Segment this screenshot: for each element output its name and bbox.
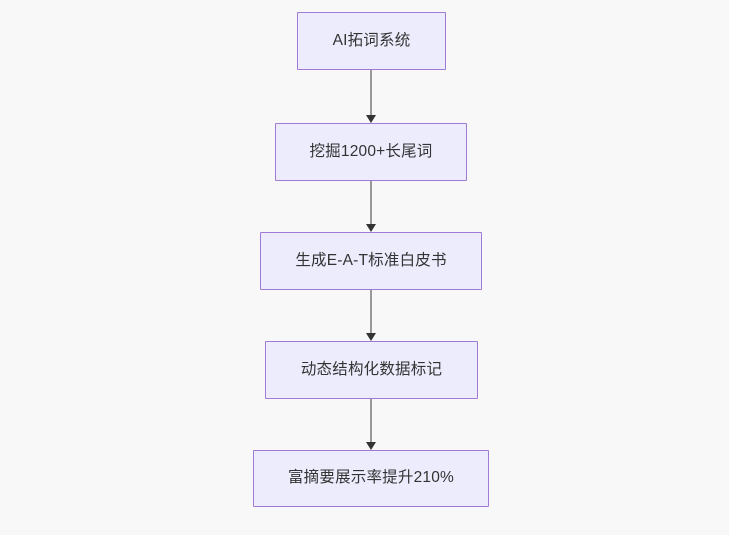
flowchart-node-3-label: 生成E-A-T标准白皮书 — [295, 251, 447, 269]
flowchart-node-1[interactable]: AI拓词系统 — [297, 12, 446, 70]
flowchart-edge-1-line — [370, 70, 372, 117]
flowchart-edge-2-line — [370, 181, 372, 226]
flowchart-node-3[interactable]: 生成E-A-T标准白皮书 — [260, 232, 482, 290]
arrow-down-icon — [366, 442, 376, 450]
flowchart-node-4[interactable]: 动态结构化数据标记 — [265, 341, 478, 399]
arrow-down-icon — [366, 115, 376, 123]
flowchart-edge-4-line — [370, 399, 372, 444]
flowchart-edge-2 — [366, 181, 376, 232]
flowchart-node-2-label: 挖掘1200+长尾词 — [309, 142, 433, 160]
flowchart-edge-3-line — [370, 290, 372, 335]
flowchart-node-2[interactable]: 挖掘1200+长尾词 — [275, 123, 467, 181]
flowchart-node-1-label: AI拓词系统 — [332, 31, 411, 49]
flowchart-edge-4 — [366, 399, 376, 450]
flowchart-node-4-label: 动态结构化数据标记 — [300, 360, 443, 378]
flowchart-edge-1 — [366, 70, 376, 123]
arrow-down-icon — [366, 333, 376, 341]
flowchart-node-5-label: 富摘要展示率提升210% — [287, 469, 455, 487]
arrow-down-icon — [366, 224, 376, 232]
flowchart-edge-3 — [366, 290, 376, 341]
flowchart-node-5[interactable]: 富摘要展示率提升210% — [253, 450, 489, 507]
